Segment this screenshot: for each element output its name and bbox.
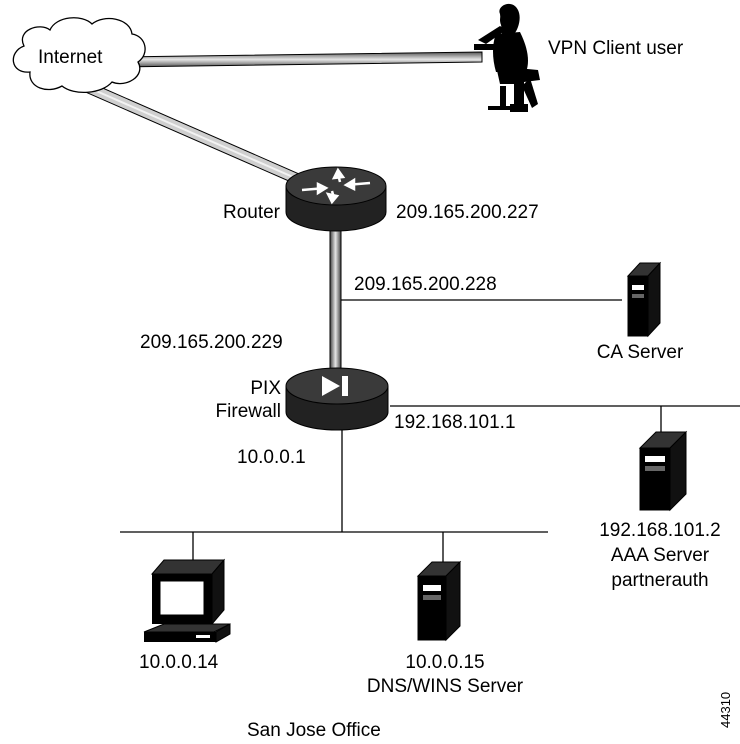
lan-lines [120, 299, 740, 562]
aaa-name-label: AAA Server [610, 545, 710, 566]
aaa-server-icon [638, 430, 688, 512]
pc-icon [143, 558, 231, 643]
internet-label: Internet [38, 47, 103, 68]
dns-server-icon [416, 560, 462, 642]
router-pix-link [329, 227, 342, 376]
ca-server-label: CA Server [596, 342, 684, 363]
aaa-host-label: partnerauth [611, 570, 709, 591]
internet-cloud-icon [12, 17, 146, 93]
pix-dmz-ip-label: 192.168.101.1 [394, 412, 516, 433]
subnet-ip-label: 209.165.200.228 [354, 274, 497, 295]
internet-vpn-link [119, 51, 483, 68]
office-label: San Jose Office [247, 720, 381, 741]
dns-name-label: DNS/WINS Server [366, 676, 524, 697]
router-label: Router [222, 202, 280, 223]
pix-outside-ip-label: 209.165.200.229 [140, 332, 283, 353]
wan-links [73, 51, 483, 376]
pix-firewall-icon [285, 367, 389, 431]
ca-server-icon [626, 261, 662, 338]
pix-inside-ip-label: 10.0.0.1 [237, 447, 306, 468]
pc-ip-label: 10.0.0.14 [139, 652, 219, 673]
firewall-label: Firewall [215, 401, 281, 422]
router-icon [285, 166, 387, 232]
vpn-user-icon [474, 3, 540, 112]
vpn-client-label: VPN Client user [548, 38, 684, 59]
figure-id-label: 44310 [718, 691, 733, 728]
pix-label: PIX [250, 378, 281, 399]
dns-ip-label: 10.0.0.15 [405, 652, 485, 673]
aaa-ip-label: 192.168.101.2 [599, 520, 721, 541]
router-ip-label: 209.165.200.227 [396, 202, 539, 223]
